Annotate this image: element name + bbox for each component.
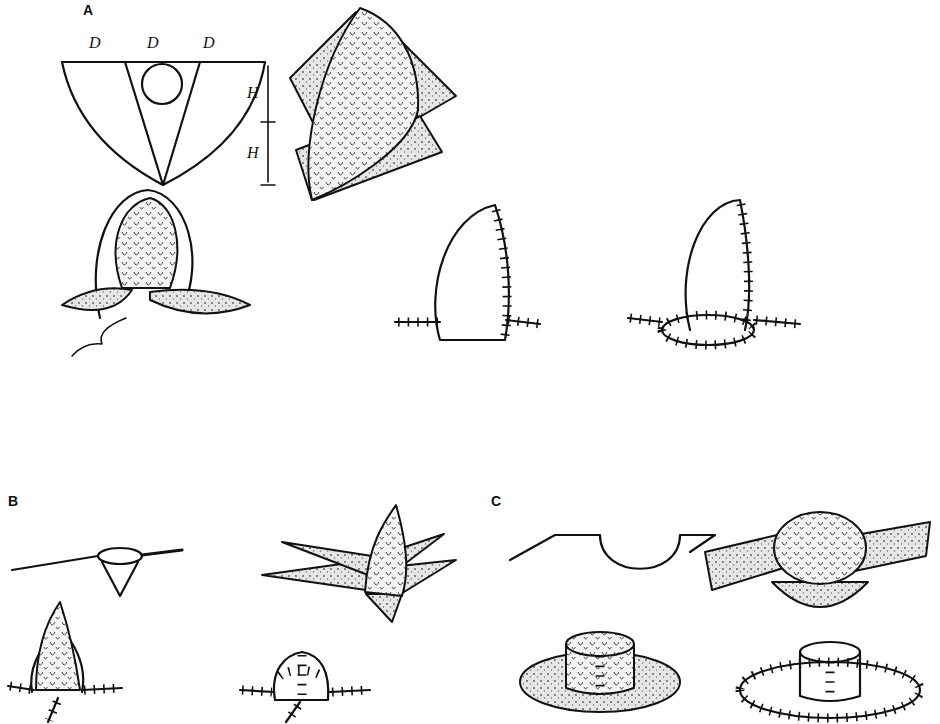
flap-design-part bbox=[125, 62, 200, 185]
star-flap-raised-part bbox=[365, 505, 406, 596]
sutured-projection-part bbox=[435, 205, 509, 340]
star-flap-dome-part bbox=[240, 690, 370, 722]
cylinder-result-part bbox=[596, 656, 605, 694]
folded-flap-part bbox=[150, 290, 250, 314]
dimension-label: H bbox=[247, 144, 259, 162]
star-flap-cone bbox=[8, 602, 122, 722]
sutured-projection-with-ring-part bbox=[628, 318, 800, 324]
sutured-projection-with-ring-part bbox=[662, 315, 754, 345]
folded-flap-part bbox=[72, 318, 126, 356]
cylinder-flap-raised-part bbox=[774, 512, 866, 584]
star-flap-design-part bbox=[102, 562, 138, 596]
flap-design-part bbox=[228, 61, 266, 63]
cylinder-flap-design-part bbox=[510, 535, 715, 569]
cylinder-result bbox=[520, 632, 680, 712]
star-flap-raised-part bbox=[400, 560, 456, 592]
cylinder-sutured-part bbox=[740, 662, 920, 718]
cylinder-flap-raised bbox=[705, 512, 930, 607]
dimension-label: D bbox=[147, 34, 159, 52]
star-flap-cone-part bbox=[36, 602, 80, 690]
folded-flap-part bbox=[62, 288, 132, 310]
sutured-projection-with-ring-part bbox=[662, 315, 754, 345]
cylinder-sutured-part bbox=[826, 662, 835, 700]
star-flap-raised bbox=[262, 505, 456, 622]
star-flap-design bbox=[12, 548, 182, 596]
panel-letter: B bbox=[8, 494, 18, 509]
star-flap-dome bbox=[240, 652, 370, 722]
dimension-label: D bbox=[89, 34, 101, 52]
flap-design bbox=[62, 62, 275, 185]
star-flap-design-part bbox=[142, 550, 182, 555]
star-flap-cone-part bbox=[8, 686, 122, 722]
panel-letter: C bbox=[491, 494, 501, 509]
dimension-label: D bbox=[203, 34, 215, 52]
raised-flaps bbox=[290, 8, 456, 200]
sutured-projection-with-ring-part bbox=[686, 200, 750, 330]
sutured-projection-with-ring bbox=[628, 200, 800, 345]
star-flap-design-part bbox=[12, 556, 98, 570]
flap-design-part bbox=[261, 66, 275, 185]
cylinder-flap-design bbox=[510, 535, 715, 569]
sutured-projection-with-ring-part bbox=[741, 204, 748, 326]
sutured-projection-part bbox=[496, 210, 507, 336]
sutured-projection bbox=[395, 205, 540, 340]
star-flap-design-part bbox=[98, 548, 142, 564]
sutured-projection-part bbox=[395, 320, 540, 324]
flap-design-part bbox=[62, 62, 265, 185]
cylinder-sutured bbox=[740, 642, 920, 718]
panel-letter: A bbox=[83, 3, 93, 18]
star-flap-raised-part bbox=[282, 542, 372, 575]
star-flap-dome-part bbox=[242, 690, 368, 720]
folded-flap-part bbox=[116, 198, 178, 288]
star-flap-dome-part bbox=[280, 655, 325, 698]
raised-flaps-part bbox=[309, 8, 419, 200]
star-flap-raised-part bbox=[366, 594, 402, 622]
cylinder-flap-raised-part bbox=[772, 582, 868, 607]
star-flap-cone-part bbox=[10, 686, 120, 720]
sutured-projection-part bbox=[398, 320, 540, 324]
sutured-projection-with-ring-part bbox=[630, 318, 798, 324]
cylinder-result-part bbox=[566, 632, 634, 656]
cylinder-sutured-part bbox=[740, 662, 920, 718]
dimension-label: H bbox=[247, 84, 259, 102]
cylinder-sutured-part bbox=[800, 642, 860, 662]
flap-design-part bbox=[142, 64, 182, 104]
star-flap-dome-part bbox=[274, 652, 328, 700]
folded-flap bbox=[62, 190, 250, 356]
